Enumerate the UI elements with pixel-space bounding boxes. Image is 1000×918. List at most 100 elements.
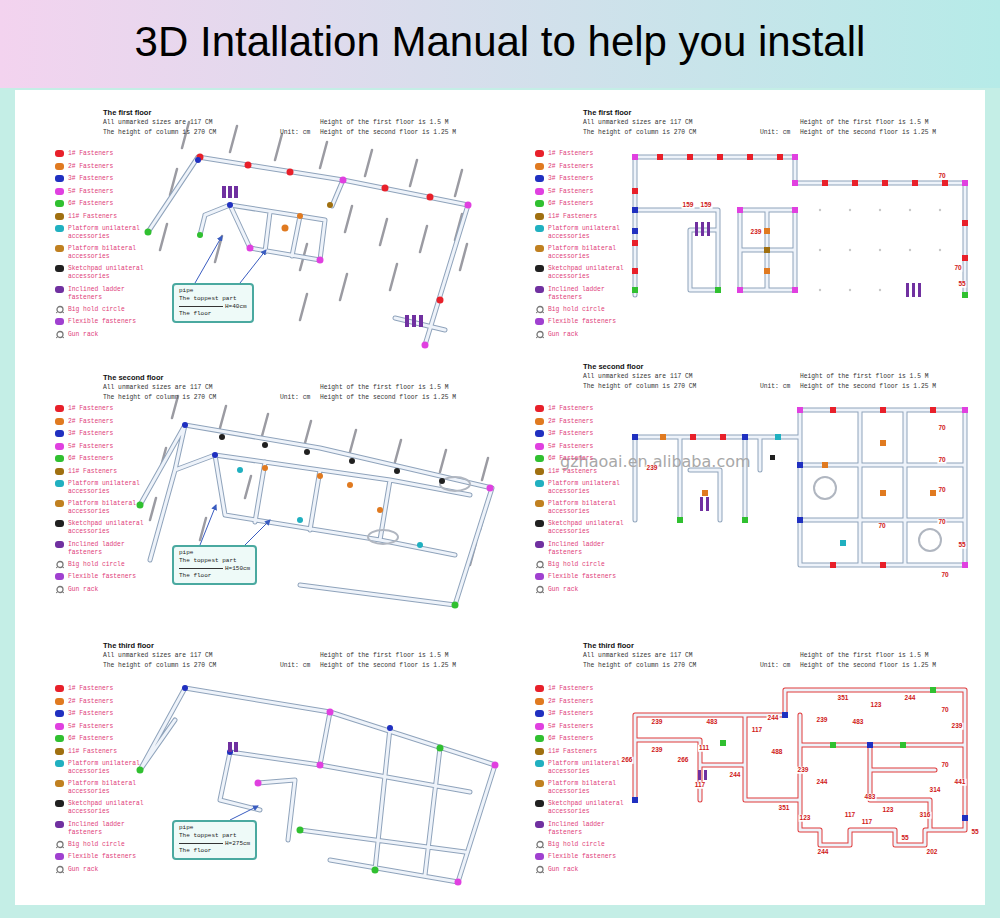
legend-swatch <box>535 480 544 487</box>
dimension-label: 123 <box>799 815 812 822</box>
callout-box: pipeThe toppest partH=150cmThe floor <box>172 545 257 585</box>
legend-swatch <box>535 443 544 450</box>
callout-text: The toppest part <box>179 295 247 303</box>
height-row: H=275cm <box>179 840 250 848</box>
dimension-label: 316 <box>919 812 932 819</box>
dimension-label: 351 <box>778 805 791 812</box>
legend-text: 2# Fasteners <box>68 163 146 171</box>
legend-swatch <box>55 175 64 182</box>
note-text: The height of column is 270 CM <box>103 129 216 136</box>
dimension-label: 70 <box>937 425 946 432</box>
legend-shape-icon <box>535 840 546 849</box>
legend-text: 3# Fasteners <box>548 175 626 183</box>
legend-swatch <box>55 200 64 207</box>
legend-text: Flexible fasteners <box>68 853 146 861</box>
legend-text: 5# Fasteners <box>68 443 146 451</box>
legend-text: 1# Fasteners <box>548 405 626 413</box>
legend-text: Gun rack <box>68 866 146 874</box>
dimension-label: 488 <box>771 749 784 756</box>
dimension-label: 117 <box>844 812 857 819</box>
note-text: The height of column is 270 CM <box>583 662 696 669</box>
legend-text: 11# Fasteners <box>68 748 146 756</box>
dimension-label: 239 <box>646 465 659 472</box>
legend-text: 1# Fasteners <box>548 685 626 693</box>
legend-swatch <box>55 150 64 157</box>
height-value: H=150cm <box>225 565 250 573</box>
legend-text: 1# Fasteners <box>68 405 146 413</box>
dimension-label: 70 <box>940 762 949 769</box>
callout-text: The floor <box>179 310 247 318</box>
legend-swatch <box>55 480 64 487</box>
legend-text: 2# Fasteners <box>548 418 626 426</box>
dimension-label: 314 <box>929 787 942 794</box>
legend-text: 2# Fasteners <box>548 698 626 706</box>
legend-swatch <box>55 735 64 742</box>
dimension-label: 55 <box>970 829 979 836</box>
legend-swatch <box>55 698 64 705</box>
legend-swatch <box>535 500 544 507</box>
note-text: Unit: cm <box>760 129 790 136</box>
callout-text: The toppest part <box>179 832 250 840</box>
legend-swatch <box>535 430 544 437</box>
dimension-label: 117 <box>751 727 764 734</box>
legend-text: 1# Fasteners <box>548 150 626 158</box>
legend-text: Gun rack <box>68 331 146 339</box>
callout-text: The floor <box>179 572 250 580</box>
pipe-line <box>179 568 223 569</box>
legend-text: Platform unilateral accessories <box>548 480 626 496</box>
note-text: The height of column is 270 CM <box>583 129 696 136</box>
legend-shape-icon <box>55 840 66 849</box>
legend-text: 5# Fasteners <box>548 443 626 451</box>
legend-swatch <box>55 541 64 548</box>
legend-shape-icon <box>55 585 66 594</box>
legend-swatch <box>535 468 544 475</box>
legend-text: 6# Fasteners <box>68 200 146 208</box>
floor-heading: The third floor <box>103 641 154 650</box>
note-text: All unmarked sizes are 117 CM <box>103 119 213 126</box>
legend-text: 5# Fasteners <box>548 723 626 731</box>
legend-text: 3# Fasteners <box>548 430 626 438</box>
legend-text: Inclined ladder fasteners <box>68 541 146 557</box>
legend-text: 3# Fasteners <box>68 710 146 718</box>
dimension-label: 70 <box>877 523 886 530</box>
dimension-label: 117 <box>861 819 874 826</box>
legend-swatch <box>535 710 544 717</box>
dimension-label: 239 <box>951 723 964 730</box>
callout-text: The toppest part <box>179 557 250 565</box>
legend-text: Sketchpad unilateral accessories <box>68 520 146 536</box>
legend-text: Inclined ladder fasteners <box>68 286 146 302</box>
legend-text: 11# Fasteners <box>68 213 146 221</box>
height-row: H=40cm <box>179 303 247 311</box>
note-text: Height of the second floor is 1.25 M <box>320 394 456 401</box>
dimension-label: 70 <box>937 519 946 526</box>
legend-text: 2# Fasteners <box>68 698 146 706</box>
note-text: Height of the first floor is 1.5 M <box>320 384 448 391</box>
legend-swatch <box>55 710 64 717</box>
legend-text: 6# Fasteners <box>548 735 626 743</box>
dimension-label: 266 <box>621 757 634 764</box>
note-text: Height of the second floor is 1.25 M <box>800 129 936 136</box>
floor-heading: The first floor <box>583 108 631 117</box>
callout-box: pipeThe toppest partH=40cmThe floor <box>172 283 254 323</box>
legend-text: Platform unilateral accessories <box>68 760 146 776</box>
note-text: Unit: cm <box>760 383 790 390</box>
legend-text: Flexible fasteners <box>68 318 146 326</box>
note-text: Height of the second floor is 1.25 M <box>320 662 456 669</box>
legend-swatch <box>55 800 64 807</box>
legend-text: Big hold circle <box>68 841 146 849</box>
note-text: All unmarked sizes are 117 CM <box>583 652 693 659</box>
legend-text: Inclined ladder fasteners <box>548 541 626 557</box>
legend-text: Platform unilateral accessories <box>68 480 146 496</box>
legend-swatch <box>535 225 544 232</box>
dimension-label: 159 <box>682 202 695 209</box>
dimension-label: 55 <box>957 542 966 549</box>
legend-swatch <box>535 760 544 767</box>
height-value: H=275cm <box>225 840 250 848</box>
dimension-label: 244 <box>729 772 742 779</box>
legend-text: 11# Fasteners <box>548 213 626 221</box>
legend-text: 5# Fasteners <box>68 188 146 196</box>
legend-text: Inclined ladder fasteners <box>548 286 626 302</box>
legend-text: Sketchpad unilateral accessories <box>68 800 146 816</box>
legend-text: Big hold circle <box>68 561 146 569</box>
legend-text: 6# Fasteners <box>68 455 146 463</box>
